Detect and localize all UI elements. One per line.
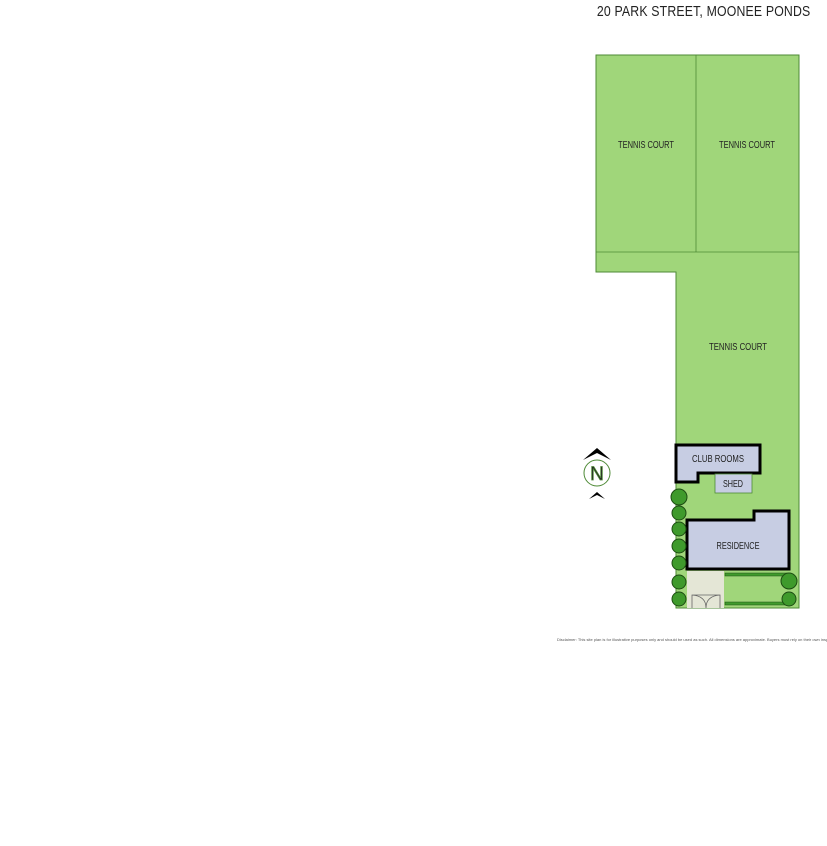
tree-icon — [780, 572, 798, 590]
driveway — [687, 571, 724, 608]
north-arrow-icon: N — [583, 448, 611, 499]
tree-icon — [671, 538, 687, 554]
tree-icon — [671, 505, 687, 521]
club-rooms-label: CLUB ROOMS — [692, 454, 744, 465]
hedge — [724, 572, 788, 577]
tree-icon — [781, 591, 797, 607]
hedge — [724, 601, 788, 606]
tree-icon — [671, 574, 687, 590]
disclaimer: Disclaimer: This site plan is for illust… — [557, 637, 827, 642]
tree-icon — [671, 521, 687, 537]
trees — [670, 488, 798, 607]
residence-label: RESIDENCE — [717, 541, 760, 552]
shed — [714, 473, 753, 494]
tree-icon — [671, 591, 687, 607]
gate — [691, 594, 721, 609]
tree-icon — [671, 555, 687, 571]
tree-icon — [670, 488, 688, 506]
site-title: 20 PARK STREET, MOONEE PONDS — [596, 3, 810, 20]
shed-label: SHED — [723, 479, 743, 490]
tennis-court-label: TENNIS COURT — [618, 140, 674, 151]
tennis-court-label: TENNIS COURT — [719, 140, 775, 151]
tennis-court-label: TENNIS COURT — [709, 342, 767, 353]
club-rooms — [674, 443, 762, 484]
residence — [685, 509, 791, 571]
svg-text:N: N — [590, 464, 604, 485]
